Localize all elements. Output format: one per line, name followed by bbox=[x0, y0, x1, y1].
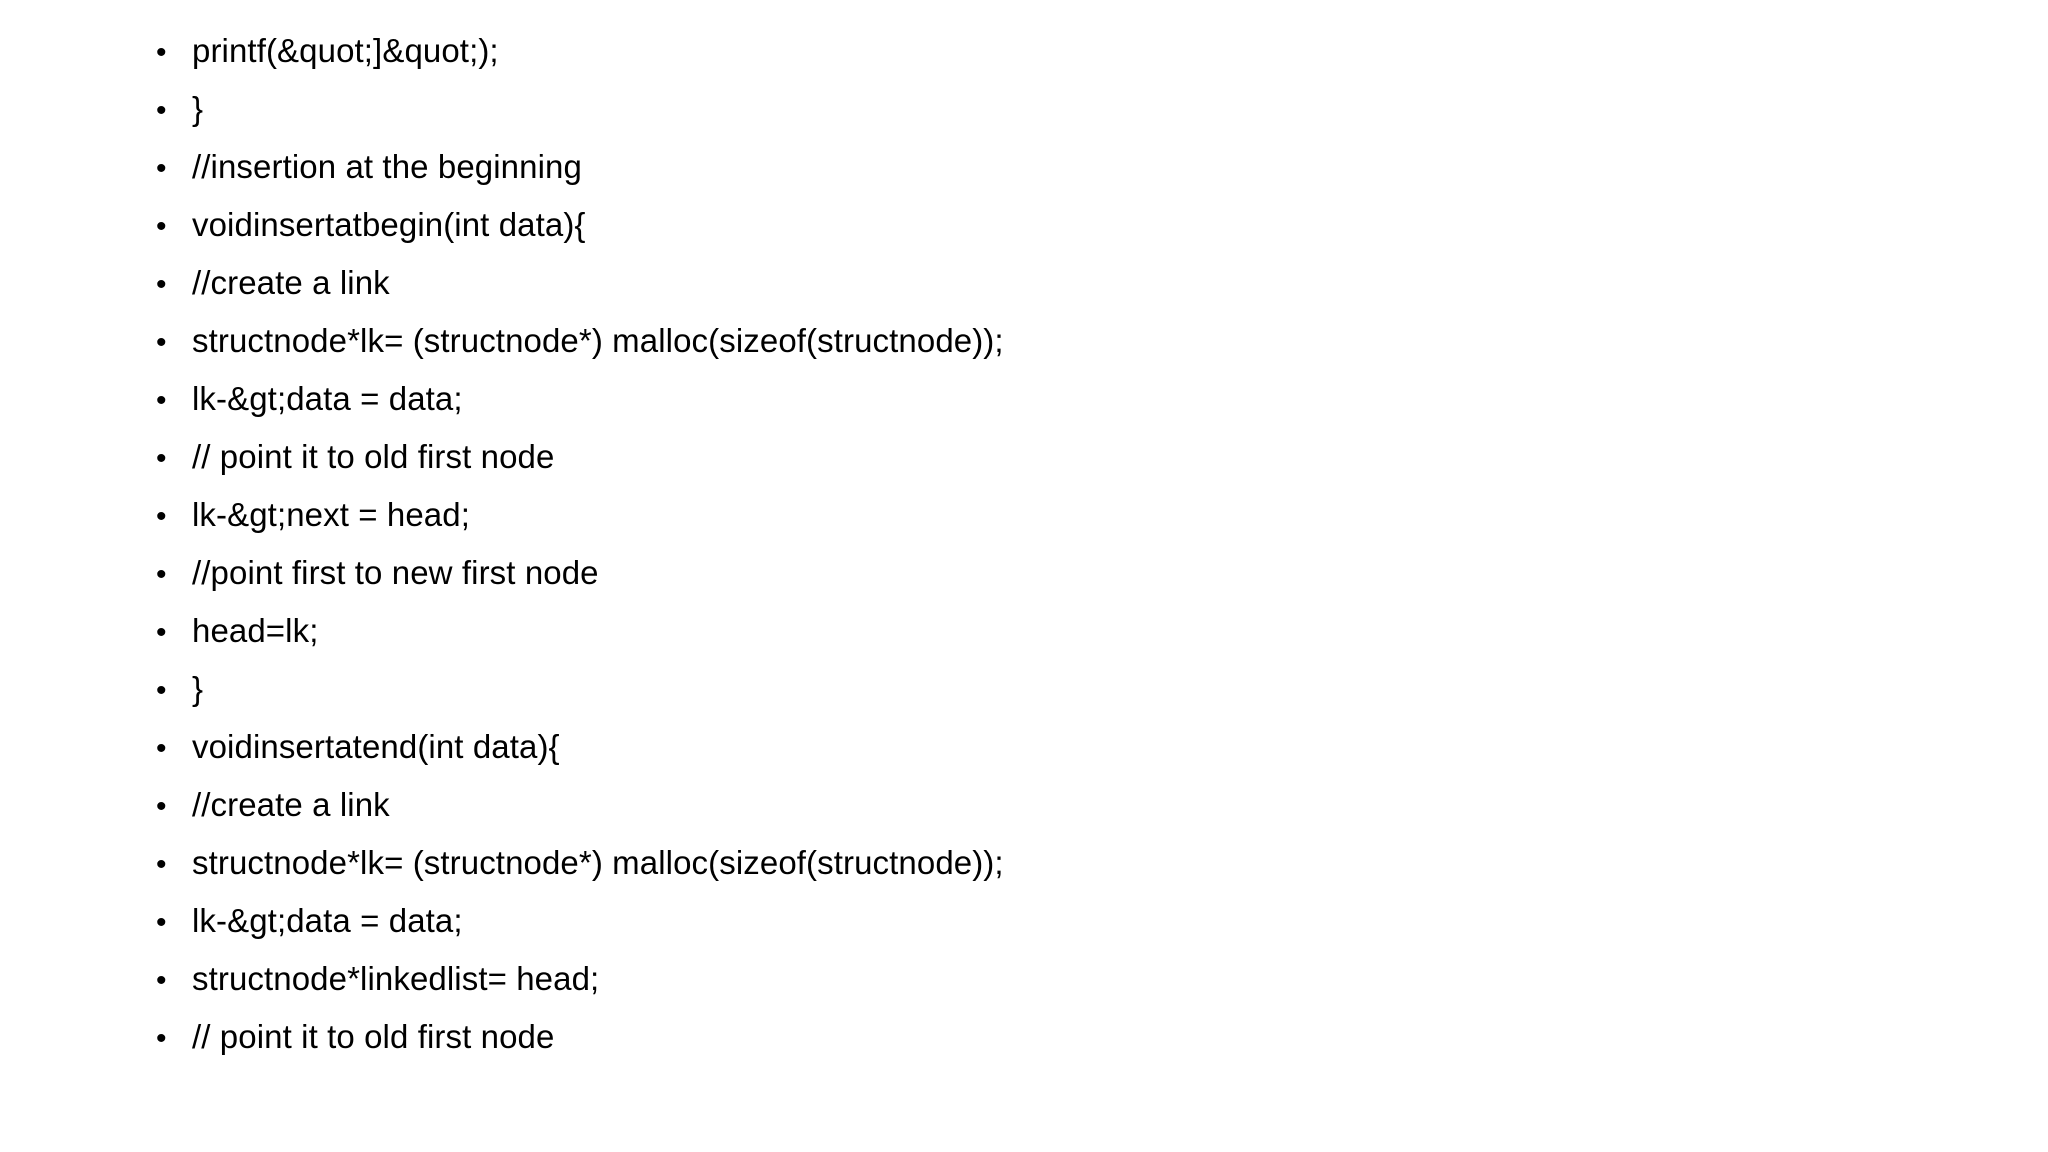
list-item-text: // point it to old first node bbox=[192, 1018, 555, 1055]
list-item-text: } bbox=[192, 90, 204, 127]
list-item: • head=lk; bbox=[0, 602, 2048, 660]
list-item-text: voidinsertatend(int data){ bbox=[192, 728, 560, 765]
list-item-text: head=lk; bbox=[192, 612, 319, 649]
list-item: • // point it to old first node bbox=[0, 1008, 2048, 1066]
list-item-text: //point first to new first node bbox=[192, 554, 599, 591]
list-item-text: structnode*linkedlist= head; bbox=[192, 960, 600, 997]
list-item-text: lk-&gt;next = head; bbox=[192, 496, 470, 533]
list-item-text: // point it to old first node bbox=[192, 438, 555, 475]
bullet-point-icon: • bbox=[156, 674, 167, 707]
list-item: • //create a link bbox=[0, 254, 2048, 312]
list-item: • lk-&gt;data = data; bbox=[0, 370, 2048, 428]
list-item-text: printf(&quot;]&quot;); bbox=[192, 32, 499, 69]
bullet-point-icon: • bbox=[156, 36, 167, 69]
bullet-point-icon: • bbox=[156, 326, 167, 359]
list-item: • structnode*lk= (structnode*) malloc(si… bbox=[0, 834, 2048, 892]
bullet-point-icon: • bbox=[156, 790, 167, 823]
list-item: • //create a link bbox=[0, 776, 2048, 834]
bullet-point-icon: • bbox=[156, 732, 167, 765]
bullet-point-icon: • bbox=[156, 848, 167, 881]
list-item: • // point it to old first node bbox=[0, 428, 2048, 486]
list-item-text: lk-&gt;data = data; bbox=[192, 380, 463, 417]
code-bullet-list: • printf(&quot;]&quot;); • } • //inserti… bbox=[0, 22, 2048, 1066]
bullet-point-icon: • bbox=[156, 500, 167, 533]
list-item: • voidinsertatbegin(int data){ bbox=[0, 196, 2048, 254]
list-item: • voidinsertatend(int data){ bbox=[0, 718, 2048, 776]
list-item: • } bbox=[0, 80, 2048, 138]
bullet-point-icon: • bbox=[156, 558, 167, 591]
bullet-point-icon: • bbox=[156, 442, 167, 475]
list-item: • structnode*linkedlist= head; bbox=[0, 950, 2048, 1008]
bullet-point-icon: • bbox=[156, 616, 167, 649]
bullet-point-icon: • bbox=[156, 152, 167, 185]
list-item-text: } bbox=[192, 670, 204, 707]
bullet-point-icon: • bbox=[156, 268, 167, 301]
list-item-text: lk-&gt;data = data; bbox=[192, 902, 463, 939]
bullet-point-icon: • bbox=[156, 1022, 167, 1055]
list-item-text: //insertion at the beginning bbox=[192, 148, 582, 185]
list-item-text: //create a link bbox=[192, 786, 390, 823]
list-item-text: voidinsertatbegin(int data){ bbox=[192, 206, 586, 243]
bullet-point-icon: • bbox=[156, 906, 167, 939]
list-item: • } bbox=[0, 660, 2048, 718]
list-item-text: structnode*lk= (structnode*) malloc(size… bbox=[192, 844, 1004, 881]
list-item: • //insertion at the beginning bbox=[0, 138, 2048, 196]
list-item: • structnode*lk= (structnode*) malloc(si… bbox=[0, 312, 2048, 370]
list-item-text: //create a link bbox=[192, 264, 390, 301]
list-item: • lk-&gt;data = data; bbox=[0, 892, 2048, 950]
bullet-point-icon: • bbox=[156, 384, 167, 417]
list-item: • lk-&gt;next = head; bbox=[0, 486, 2048, 544]
list-item: • printf(&quot;]&quot;); bbox=[0, 22, 2048, 80]
bullet-point-icon: • bbox=[156, 210, 167, 243]
bullet-point-icon: • bbox=[156, 94, 167, 127]
list-item: • //point first to new first node bbox=[0, 544, 2048, 602]
bullet-point-icon: • bbox=[156, 964, 167, 997]
list-item-text: structnode*lk= (structnode*) malloc(size… bbox=[192, 322, 1004, 359]
